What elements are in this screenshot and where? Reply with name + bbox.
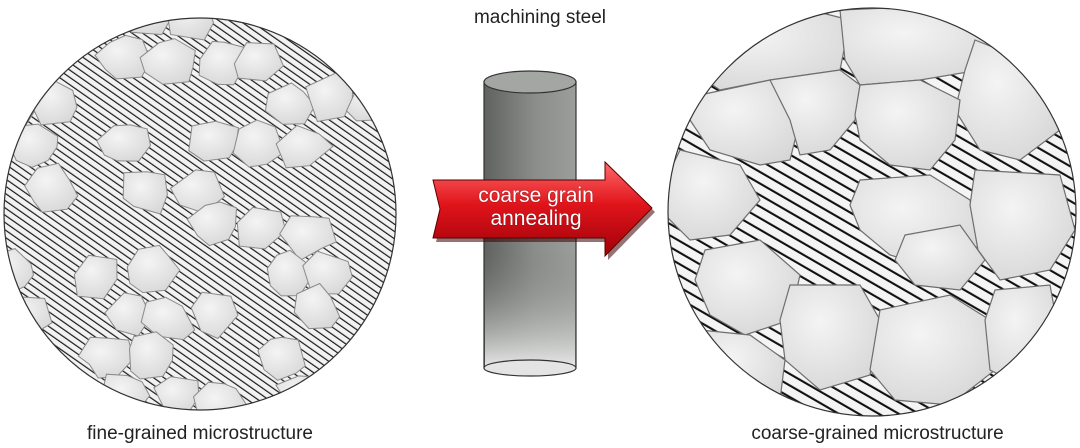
grain xyxy=(345,82,396,122)
grain xyxy=(423,375,474,425)
grain xyxy=(96,124,152,162)
grain xyxy=(264,82,316,125)
grain xyxy=(427,130,474,173)
grain xyxy=(232,119,286,168)
fine-grained-caption: fine-grained microstructure xyxy=(87,423,313,444)
grain xyxy=(10,34,62,78)
coarse-grained-caption: coarse-grained microstructure xyxy=(751,423,1004,444)
grain xyxy=(266,249,312,297)
grain xyxy=(376,380,396,410)
grain xyxy=(198,40,250,86)
grain xyxy=(128,331,174,380)
grain xyxy=(4,296,53,334)
grain xyxy=(293,282,341,330)
grain xyxy=(383,32,396,81)
grain xyxy=(302,250,353,295)
grain xyxy=(24,162,79,213)
grain xyxy=(73,254,118,300)
grain xyxy=(122,171,168,215)
grain xyxy=(233,42,285,82)
grain xyxy=(4,338,29,381)
arrow-label-line-2: annealing xyxy=(490,207,582,230)
grain xyxy=(236,206,287,250)
grain xyxy=(186,201,238,247)
grain xyxy=(14,375,63,410)
grain xyxy=(279,215,337,262)
grain xyxy=(257,336,306,381)
title-label: machining steel xyxy=(473,7,607,28)
grain xyxy=(355,330,396,382)
grain xyxy=(126,244,181,294)
grain xyxy=(427,47,479,86)
arrow-label-line-1: coarse grain xyxy=(478,184,594,207)
grain xyxy=(384,297,396,343)
grain xyxy=(275,124,334,169)
grain xyxy=(193,381,247,410)
grain xyxy=(423,295,474,346)
coarse-grained-micrograph xyxy=(667,7,1077,417)
grain xyxy=(190,291,239,340)
grain xyxy=(139,38,196,85)
grain xyxy=(153,376,200,410)
arrow-label: coarse grain annealing xyxy=(438,184,634,230)
annealing-arrow-icon xyxy=(432,160,655,260)
grain xyxy=(140,296,196,341)
grain xyxy=(327,378,372,410)
grain xyxy=(94,34,152,80)
grain xyxy=(188,120,239,162)
fine-grained-micrograph xyxy=(3,17,479,425)
grain xyxy=(165,18,215,41)
